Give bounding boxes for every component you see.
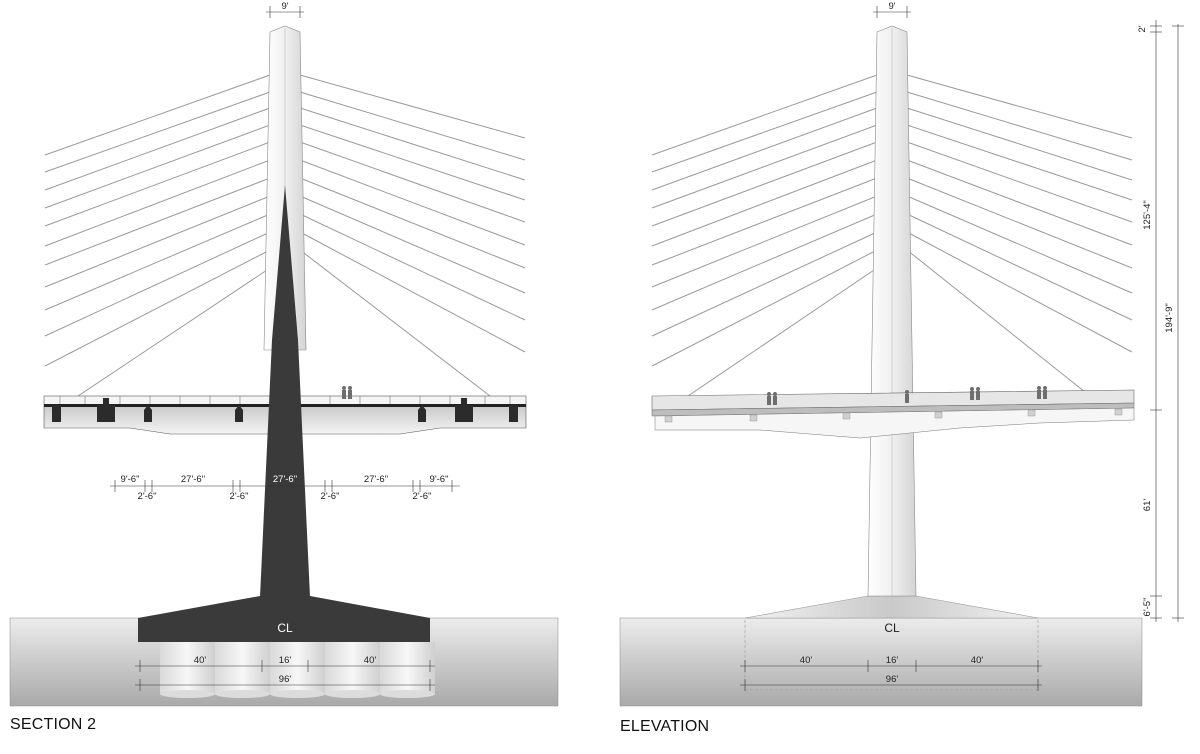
height-lower: 61' (1142, 499, 1153, 512)
elevation-base (744, 595, 1039, 619)
elevation-height-dimensions (1150, 20, 1184, 622)
section-title: SECTION 2 (10, 716, 97, 733)
elevation-top-width: 9' (888, 1, 895, 12)
elevation-footing-center: 16' (886, 655, 899, 666)
section-footing-left: 40' (194, 655, 207, 666)
height-base: 6'-5" (1142, 598, 1153, 617)
height-cap: 2' (1137, 25, 1148, 32)
bay-label-4: 27'-6" (364, 474, 388, 485)
bay-label-5: 9'-6" (430, 474, 449, 485)
elevation-cables (651, 74, 1133, 401)
section-top-width: 9' (281, 1, 288, 12)
elevation-title: ELEVATION (620, 718, 710, 735)
gap-label-2: 2'-6" (230, 491, 249, 502)
section-cut-pylon (260, 185, 310, 597)
section-view: CL 9' 9'-6" 27'-6" 27'-6" 27'-6" 9'-6" 2… (9, 1, 559, 707)
elevation-footing-total: 96' (886, 674, 899, 685)
bay-label-3: 27'-6" (273, 474, 297, 485)
elevation-view: CL 9' 40' 16' 40' 96' (619, 1, 1184, 707)
bay-label-2: 27'-6" (181, 474, 205, 485)
elevation-deck (651, 386, 1135, 439)
section-centerline: CL (277, 621, 293, 635)
section-footing (138, 596, 430, 642)
bay-label-1: 9'-6" (121, 474, 140, 485)
elevation-footing-left: 40' (800, 655, 813, 666)
height-total: 194'-9" (1164, 303, 1175, 332)
gap-label-3: 2'-6" (321, 491, 340, 502)
piles (160, 642, 435, 698)
elevation-ground (619, 617, 1143, 707)
gap-label-4: 2'-6" (413, 491, 432, 502)
section-top-dimension (266, 6, 304, 18)
height-upper: 125'-4" (1142, 200, 1153, 229)
elevation-footing-right: 40' (971, 655, 984, 666)
section-footing-right: 40' (364, 655, 377, 666)
elevation-top-dimension (873, 6, 911, 18)
section-footing-center: 16' (279, 655, 292, 666)
gap-label-1: 2'-6" (138, 491, 157, 502)
section-cables (44, 74, 526, 397)
elevation-centerline: CL (884, 621, 900, 635)
section-footing-dimensions (135, 660, 435, 691)
elevation-footing-dimensions (740, 660, 1042, 691)
section-bay-dimensions (110, 480, 460, 492)
section-footing-total: 96' (279, 674, 292, 685)
